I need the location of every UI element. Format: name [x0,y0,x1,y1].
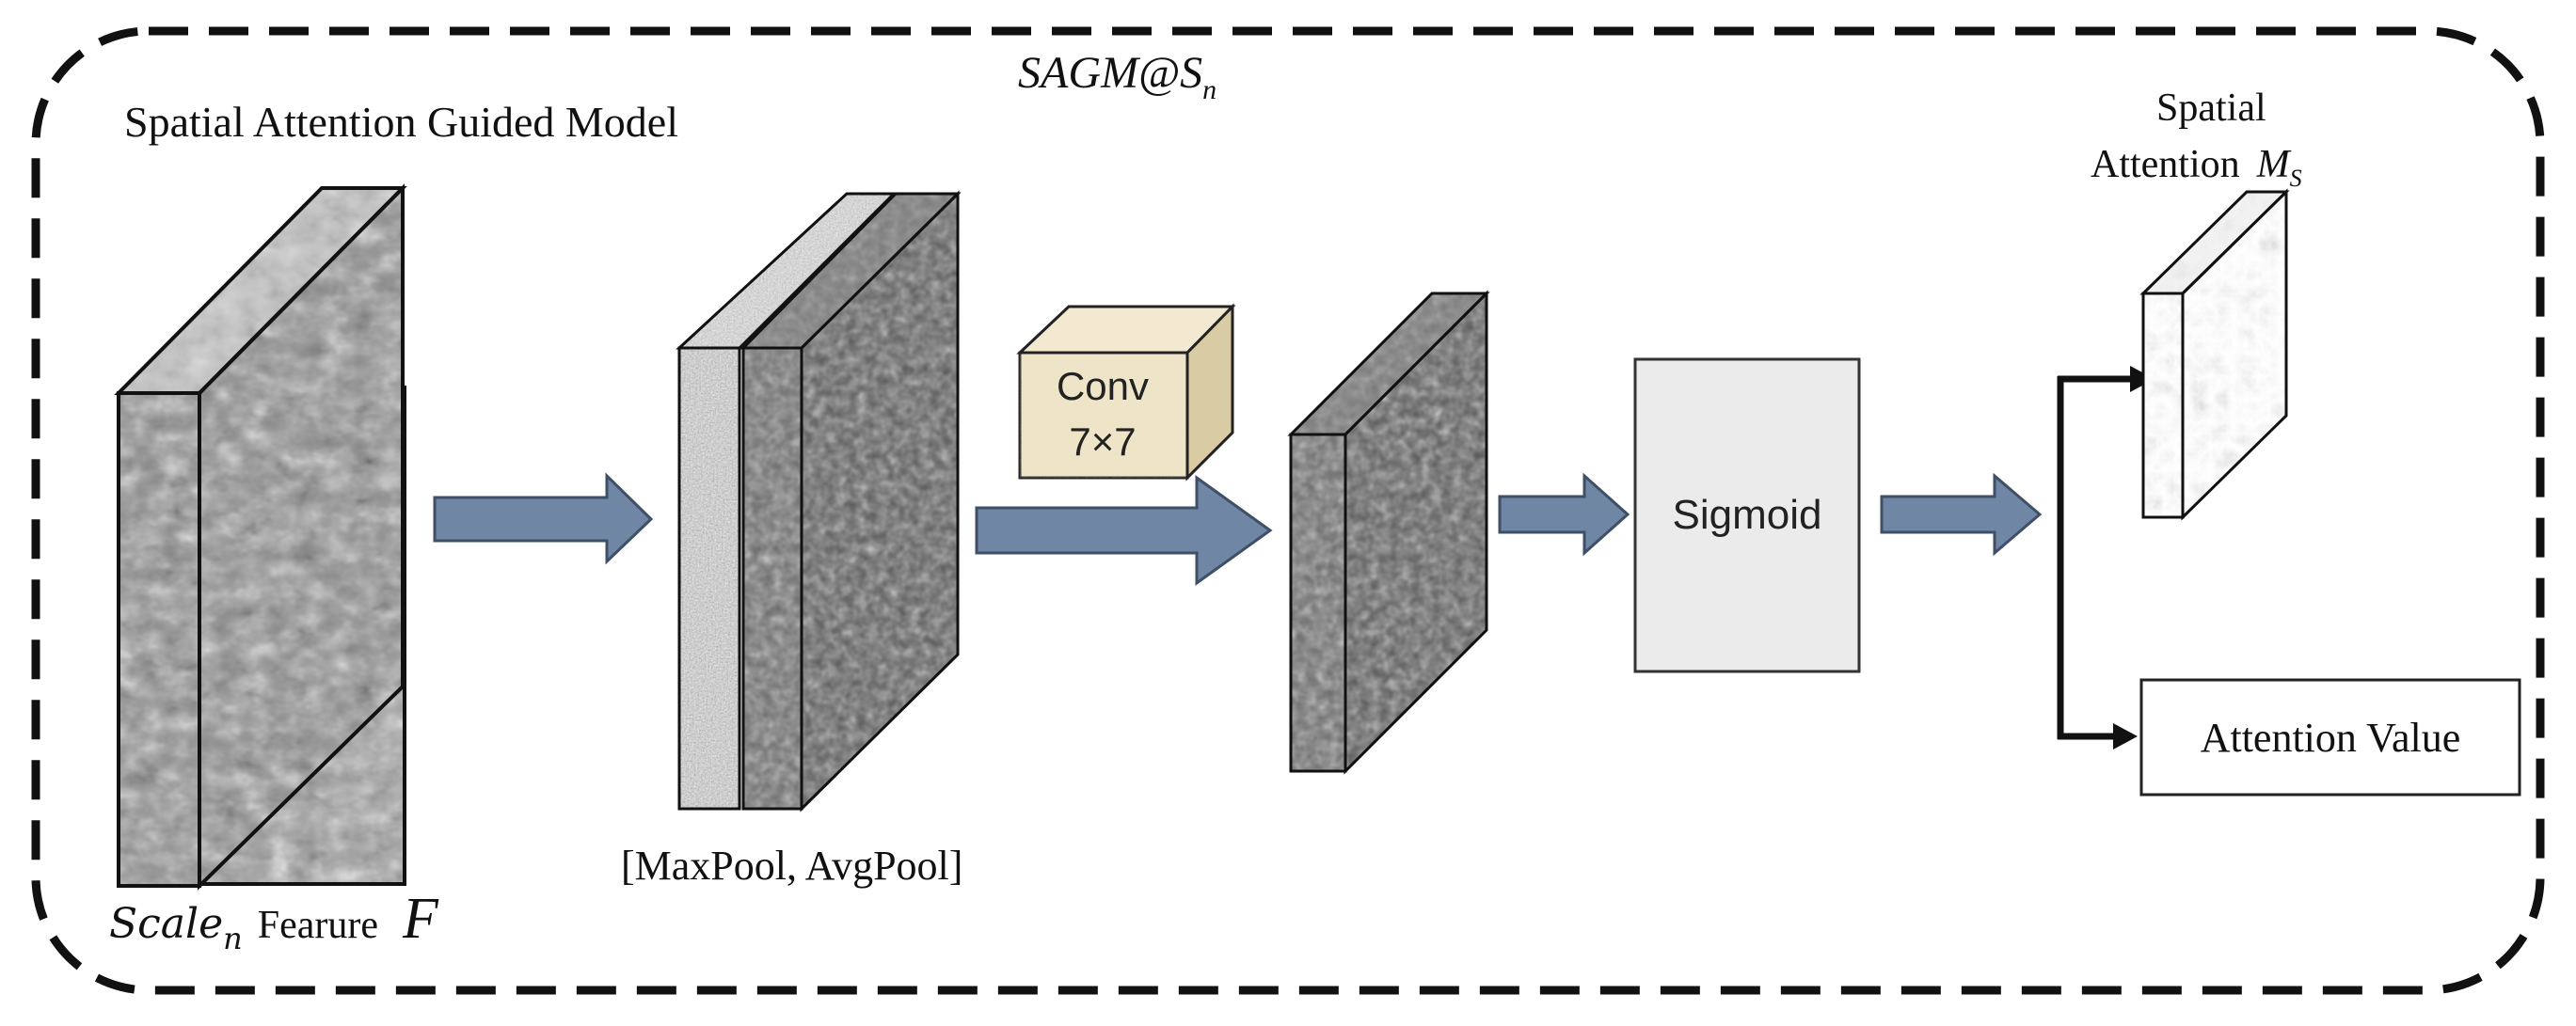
arrow-input-to-pool [433,472,654,565]
conv-cube: Conv 7×7 [1016,303,1236,481]
scale-label: Scale [109,900,223,948]
conv-label-line2: 7×7 [1069,419,1136,464]
spatial-attention-label-line2: Attention MS [2091,143,2302,192]
spatial-attention-label-line1: Spatial [2156,87,2266,130]
spatial-attention-block [2139,188,2290,521]
arrow-sigmoid-to-output [1880,472,2043,557]
pool-label: [MaxPool, AvgPool] [621,843,962,889]
diagram-title-main: SAGM@S [1018,48,1202,98]
conv-output-block [1287,290,1490,775]
attention-value-label: Attention Value [2201,715,2461,761]
spatial-attention-symbol: M [2256,143,2292,186]
input-feature-label: Scalen Fearure F [109,887,439,956]
model-label: Spatial Attention Guided Model [124,98,678,146]
sigmoid-label: Sigmoid [1673,492,1822,538]
conv-label-line1: Conv [1057,364,1149,408]
spatial-attention-subscript: S [2290,165,2302,192]
avgpool-block [739,190,962,813]
spatial-attention-word: Attention [2091,143,2240,186]
sigmoid-box: Sigmoid [1633,357,1861,673]
feature-symbol: F [402,887,439,951]
arrow-to-sigmoid [1498,472,1630,557]
scale-subscript: n [223,921,243,956]
arrow-pool-to-conv-output [975,475,1273,586]
feature-label: Fearure [258,904,378,947]
diagram-title: SAGM@Sn [1018,48,1216,105]
attention-value-box: Attention Value [2139,678,2521,797]
diagram-title-subscript: n [1202,74,1216,105]
